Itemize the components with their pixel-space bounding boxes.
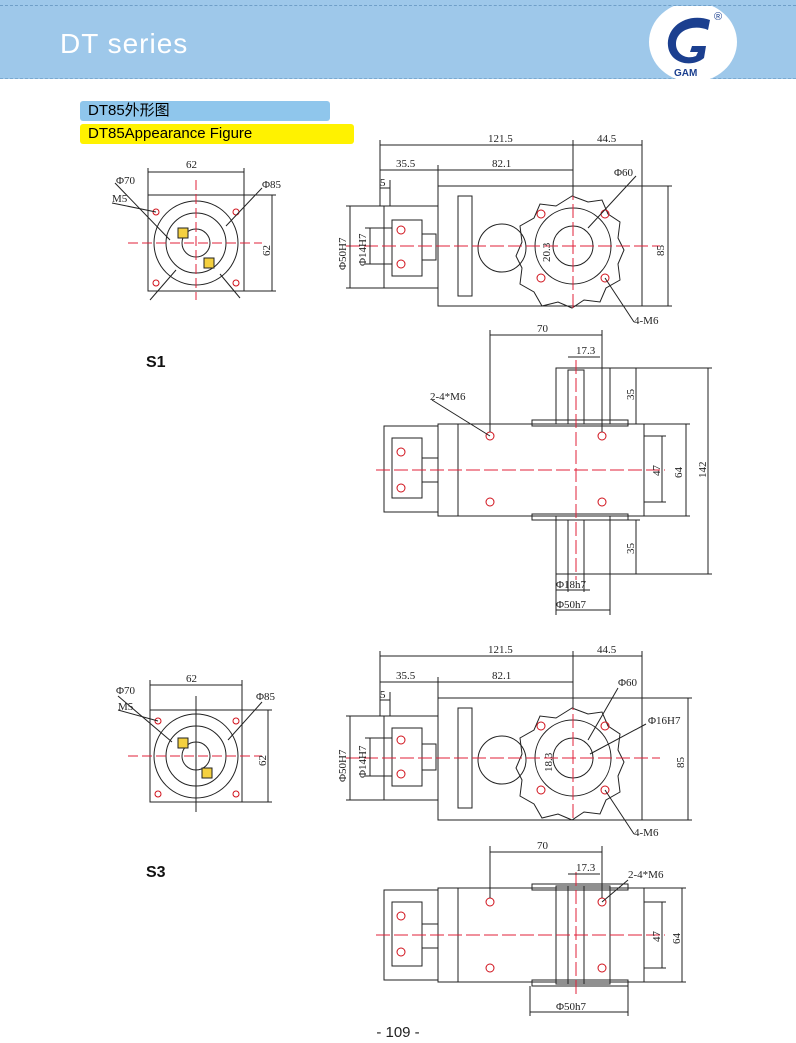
dim-44-5: 44.5 bbox=[597, 133, 617, 145]
s1-flange-view bbox=[111, 168, 276, 301]
page-number: - 109 - bbox=[376, 1024, 420, 1041]
dim-4-m6: 4-M6 bbox=[634, 315, 659, 327]
dim-phi50h7-s3: Φ50h7 bbox=[556, 1001, 587, 1013]
dim-70-s3: 70 bbox=[537, 840, 549, 852]
dim-4-m6-s3: 4-M6 bbox=[634, 827, 659, 839]
figure-title-cn: DT85外形图 bbox=[80, 101, 330, 121]
dim-18-3: 18.3 bbox=[543, 752, 555, 772]
dim-62-side: 62 bbox=[261, 245, 273, 256]
dim-17-3: 17.3 bbox=[576, 345, 596, 357]
dim-70: 70 bbox=[537, 323, 549, 335]
logo-text: GAM bbox=[674, 68, 697, 79]
dim-2-4-m6-s3: 2-4*M6 bbox=[628, 869, 664, 881]
dim-35-top: 35 bbox=[625, 389, 637, 401]
dim-85-s3: 85 bbox=[675, 757, 687, 769]
dim-phi14H7-s3: Φ14H7 bbox=[357, 745, 369, 778]
s1-front-view bbox=[346, 140, 672, 323]
dim-5-s3: 5 bbox=[380, 689, 386, 701]
dim-35-5: 35.5 bbox=[396, 158, 416, 170]
dim-m5: M5 bbox=[112, 193, 128, 205]
dim-47-s3: 47 bbox=[651, 931, 663, 943]
dim-35-bottom: 35 bbox=[625, 543, 637, 555]
dim-35-5-s3: 35.5 bbox=[396, 670, 416, 682]
dim-phi16H7: Φ16H7 bbox=[648, 715, 681, 727]
dim-phi50H7-s3: Φ50H7 bbox=[337, 749, 349, 782]
dim-phi50H7: Φ50H7 bbox=[337, 237, 349, 270]
dim-44-5-s3: 44.5 bbox=[597, 644, 617, 656]
variant-label-s3: S3 bbox=[146, 864, 166, 881]
dim-121-5-s3: 121.5 bbox=[488, 644, 513, 656]
dim-phi50h7-s1: Φ50h7 bbox=[556, 599, 587, 611]
dim-phi60: Φ60 bbox=[614, 167, 634, 179]
dim-47: 47 bbox=[651, 465, 663, 477]
dim-62-top-s3: 62 bbox=[186, 673, 197, 685]
dim-phi18h7: Φ18h7 bbox=[556, 579, 587, 591]
dim-phi85-s3: Φ85 bbox=[256, 691, 276, 703]
dim-62-top: 62 bbox=[186, 159, 197, 171]
dim-m5-s3: M5 bbox=[118, 701, 134, 713]
dim-phi70: Φ70 bbox=[116, 175, 136, 187]
s3-flange-view bbox=[117, 680, 272, 812]
header-divider bbox=[0, 5, 796, 6]
variant-label-s1: S1 bbox=[146, 354, 166, 371]
dim-82-1-s3: 82.1 bbox=[492, 670, 511, 682]
dim-phi70-s3: Φ70 bbox=[116, 685, 136, 697]
figure-title-en: DT85Appearance Figure bbox=[80, 124, 354, 144]
registered-mark: ® bbox=[714, 11, 722, 23]
dim-17-3-s3: 17.3 bbox=[576, 862, 596, 874]
dim-2-4-m6: 2-4*M6 bbox=[430, 391, 466, 403]
s3-front-view bbox=[346, 651, 692, 835]
dim-62-side-s3: 62 bbox=[257, 755, 269, 766]
s1-top-view bbox=[376, 330, 712, 615]
dim-64: 64 bbox=[673, 467, 685, 479]
dim-20-3: 20.3 bbox=[541, 242, 553, 262]
dim-5: 5 bbox=[380, 177, 386, 189]
dim-64-s3: 64 bbox=[671, 933, 683, 945]
gam-logo: GAM ® bbox=[649, 6, 737, 82]
series-title: DT series bbox=[60, 28, 189, 59]
dim-82-1: 82.1 bbox=[492, 158, 511, 170]
dim-121-5: 121.5 bbox=[488, 133, 513, 145]
dim-phi60-s3: Φ60 bbox=[618, 677, 638, 689]
dim-phi85: Φ85 bbox=[262, 179, 282, 191]
dim-phi14H7: Φ14H7 bbox=[357, 233, 369, 266]
dim-85: 85 bbox=[655, 245, 667, 257]
s3-top-view bbox=[376, 846, 686, 1016]
dim-142: 142 bbox=[697, 462, 709, 479]
